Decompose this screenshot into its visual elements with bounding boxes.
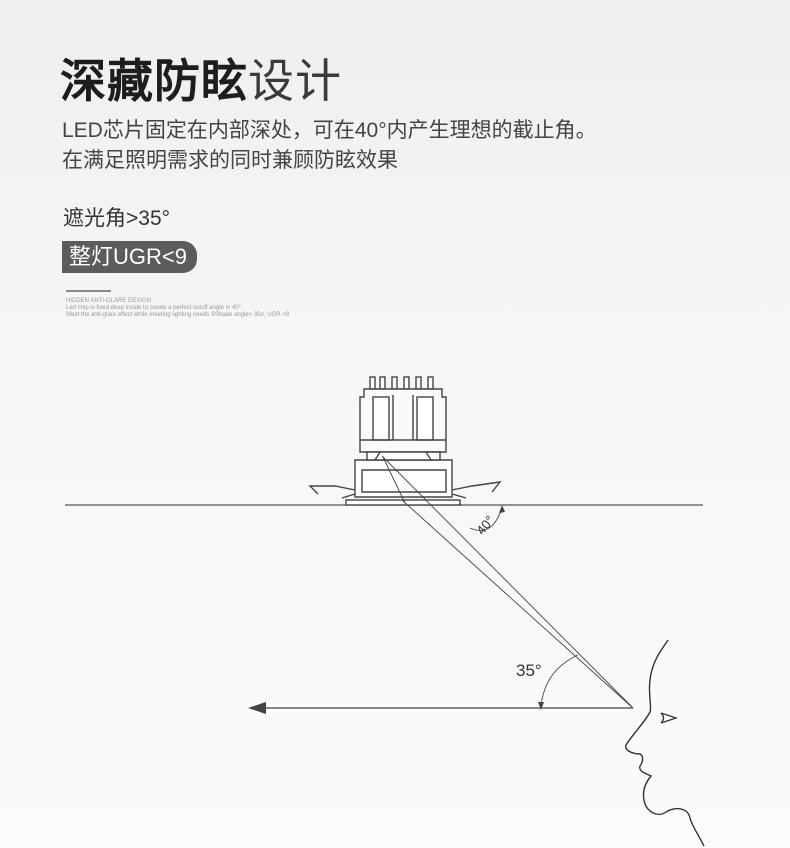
title-bold: 深藏防眩 <box>60 55 248 107</box>
page-title: 深藏防眩设计 <box>60 52 342 110</box>
light-beam <box>381 455 634 709</box>
english-line-2: Led chip is fixed deep inside to create … <box>66 305 243 311</box>
description-line-1: LED芯片固定在内部深处，可在40°内产生理想的截止角。 <box>62 119 597 142</box>
ugr-badge: 整灯UGR<9 <box>62 241 197 273</box>
cutoff-angle-label: 40° <box>473 513 497 538</box>
eye-arc-arrowhead <box>538 702 544 710</box>
downlight-fixture <box>308 376 502 506</box>
description-line-2: 在满足照明需求的同时兼顾防眩效果 <box>62 149 398 172</box>
cutoff-arc-arrowhead <box>499 505 505 513</box>
eye-angle-label: 35° <box>516 661 542 680</box>
english-line-3: Meet the anti-glare effect while meeting… <box>66 312 290 318</box>
english-heading: HIDDEN ANTI-GLARE DESIGN <box>66 298 152 304</box>
face-profile <box>625 639 705 847</box>
sight-line-arrowhead <box>248 702 266 714</box>
eye-icon <box>660 712 679 724</box>
divider-rule <box>66 290 111 292</box>
shade-angle-text: 遮光角>35° <box>63 207 171 230</box>
title-light: 设计 <box>248 55 342 107</box>
eye-angle-arc <box>540 654 579 707</box>
